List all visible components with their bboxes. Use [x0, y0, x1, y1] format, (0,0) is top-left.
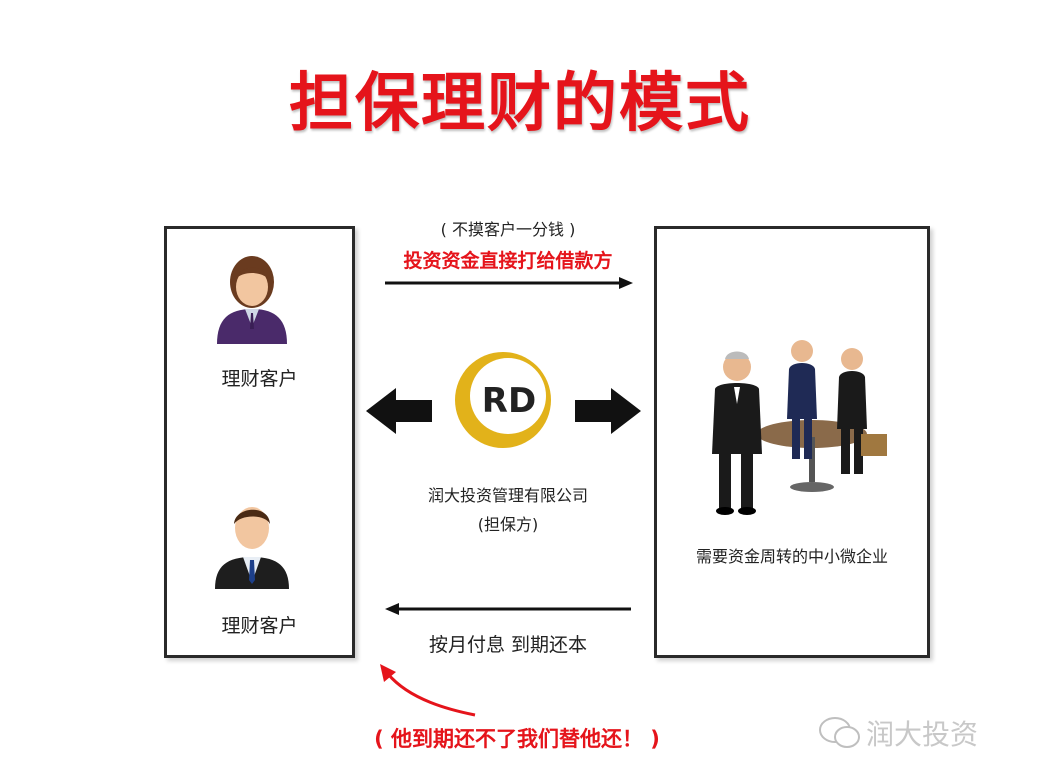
company-name: 润大投资管理有限公司	[427, 486, 588, 505]
fund-transfer-arrow	[385, 277, 633, 289]
enterprise-box: 需要资金周转的中小微企业	[654, 226, 930, 658]
wechat-icon	[819, 717, 860, 748]
left-block-arrow	[366, 388, 432, 434]
repayment-arrow	[385, 603, 631, 615]
repayment-label: 按月付息 到期还本	[428, 634, 588, 656]
top-note: ( 不摸客户一分钱 )	[440, 220, 576, 239]
client-box: 理财客户 理财客户	[164, 226, 355, 658]
top-emphasis: 投资资金直接打给借款方	[403, 250, 613, 272]
male-client-avatar	[215, 507, 289, 589]
guarantee-curved-arrow	[380, 664, 476, 717]
watermark-text: 润大投资	[866, 718, 979, 751]
guarantee-note: ( 他到期还不了我们替他还！ )	[374, 727, 660, 751]
right-block-arrow	[575, 388, 641, 434]
business-people-meeting-icon	[712, 340, 887, 515]
rd-logo-icon	[455, 352, 551, 448]
logo-text: RD	[481, 381, 537, 421]
enterprise-label: 需要资金周转的中小微企业	[695, 547, 888, 566]
client-label-bottom: 理财客户	[221, 615, 298, 637]
female-client-avatar	[217, 256, 287, 344]
company-role: (担保方)	[477, 515, 539, 534]
page-title: 担保理财的模式	[289, 67, 751, 141]
client-label-top: 理财客户	[221, 368, 298, 390]
